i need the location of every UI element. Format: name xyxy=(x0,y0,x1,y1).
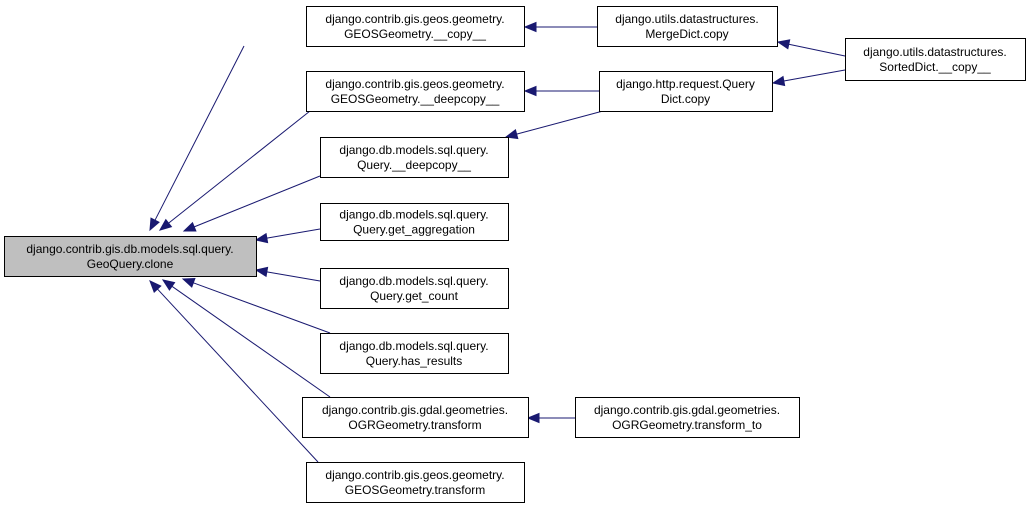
edge-ogr_transform-to-geoquery_clone xyxy=(161,279,331,398)
edge-arrowhead xyxy=(254,232,269,244)
edge-arrowhead xyxy=(523,85,537,97)
node-label-line1: django.utils.datastructures. xyxy=(615,12,758,26)
node-label-line2: MergeDict.copy xyxy=(645,27,728,41)
node-label-line1: django.contrib.gis.gdal.geometries. xyxy=(594,403,780,417)
edge-querydict_copy-to-geos_deepcopy xyxy=(523,85,599,97)
edge-arrowhead xyxy=(771,75,786,87)
edge-arrowhead xyxy=(254,266,269,278)
node-box xyxy=(306,462,525,503)
node-label-line2: Dict.copy xyxy=(661,92,710,106)
edge-geos_copy-to-geoquery_clone xyxy=(149,45,245,232)
node-query-get-aggregation[interactable]: django.db.models.sql.query.Query.get_agg… xyxy=(320,203,509,241)
node-query-has-results[interactable]: django.db.models.sql.query.Query.has_res… xyxy=(320,333,509,374)
node-ogr-transform-to[interactable]: django.contrib.gis.gdal.geometries.OGRGe… xyxy=(575,397,800,438)
edge-arrowhead xyxy=(149,280,162,293)
node-box xyxy=(320,137,509,178)
node-geoquery-clone: django.contrib.gis.db.models.sql.query.G… xyxy=(4,236,257,277)
node-label-line1: django.db.models.sql.query. xyxy=(339,274,488,288)
node-label-line2: GeoQuery.clone xyxy=(87,257,174,271)
edge-query_deepcopy-to-geoquery_clone xyxy=(182,175,321,232)
edge-line xyxy=(788,43,846,57)
edge-line xyxy=(266,228,321,239)
node-label-line2: GEOSGeometry.__copy__ xyxy=(344,27,486,41)
node-label-line1: django.db.models.sql.query. xyxy=(339,143,488,157)
node-box xyxy=(599,71,773,112)
node-geos-deepcopy[interactable]: django.contrib.gis.geos.geometry.GEOSGeo… xyxy=(306,71,525,112)
edge-arrowhead xyxy=(182,221,197,232)
node-label-line1: django.db.models.sql.query. xyxy=(339,339,488,353)
edge-arrowhead xyxy=(161,279,176,291)
edge-mergedict_copy-to-geos_copy xyxy=(523,21,597,33)
edge-query_get_aggregation-to-geoquery_clone xyxy=(254,228,321,244)
edge-line xyxy=(154,45,245,221)
edges-layer xyxy=(149,21,846,463)
edge-line xyxy=(516,110,604,135)
node-label-line2: Query.__deepcopy__ xyxy=(357,158,471,172)
edge-query_has_results-to-geoquery_clone xyxy=(181,278,331,334)
edge-line xyxy=(194,175,321,228)
node-label-line1: django.contrib.gis.geos.geometry. xyxy=(325,12,504,26)
node-box xyxy=(575,397,800,438)
nodes-layer: django.contrib.gis.db.models.sql.query.G… xyxy=(4,6,1026,503)
node-label-line2: Query.get_aggregation xyxy=(353,223,475,237)
node-label-line2: GEOSGeometry.__deepcopy__ xyxy=(331,92,500,106)
edge-geos_transform-to-geoquery_clone xyxy=(149,280,319,463)
node-box xyxy=(597,6,778,47)
node-label-line2: OGRGeometry.transform xyxy=(348,418,481,432)
edge-arrowhead xyxy=(776,39,791,50)
node-mergedict-copy[interactable]: django.utils.datastructures.MergeDict.co… xyxy=(597,6,778,47)
node-geos-transform[interactable]: django.contrib.gis.geos.geometry.GEOSGeo… xyxy=(306,462,525,503)
edge-querydict_copy-to-query_deepcopy xyxy=(504,110,604,140)
node-label-line2: GEOSGeometry.transform xyxy=(345,483,485,497)
edge-line xyxy=(168,110,311,224)
node-label-line2: Query.get_count xyxy=(370,289,458,303)
node-box xyxy=(845,38,1026,81)
node-box xyxy=(320,268,509,309)
edge-sorteddict_copy-to-querydict_copy xyxy=(771,69,846,87)
edge-line xyxy=(193,282,331,334)
edge-arrowhead xyxy=(158,218,173,231)
node-label-line1: django.contrib.gis.geos.geometry. xyxy=(325,77,504,91)
node-box xyxy=(306,71,525,112)
node-query-deepcopy[interactable]: django.db.models.sql.query.Query.__deepc… xyxy=(320,137,509,178)
edge-arrowhead xyxy=(181,278,196,288)
node-label-line1: django.contrib.gis.geos.geometry. xyxy=(325,468,504,482)
node-geos-copy[interactable]: django.contrib.gis.geos.geometry.GEOSGeo… xyxy=(306,6,525,47)
edge-query_get_count-to-geoquery_clone xyxy=(254,266,321,282)
node-ogr-transform[interactable]: django.contrib.gis.gdal.geometries.OGRGe… xyxy=(302,397,529,438)
edge-ogr_transform_to-to-ogr_transform xyxy=(526,412,575,424)
edge-arrowhead xyxy=(523,21,537,33)
node-label-line2: SortedDict.__copy__ xyxy=(879,60,991,74)
edge-line xyxy=(266,271,321,282)
node-label-line1: django.contrib.gis.gdal.geometries. xyxy=(322,403,508,417)
node-box xyxy=(320,203,509,241)
node-box xyxy=(302,397,529,438)
edge-geos_deepcopy-to-geoquery_clone xyxy=(158,110,311,231)
edge-line xyxy=(157,288,319,463)
node-label-line1: django.db.models.sql.query. xyxy=(339,208,488,222)
node-label-line2: OGRGeometry.transform_to xyxy=(612,418,762,432)
node-label-line2: Query.has_results xyxy=(366,354,463,368)
node-label-line1: django.http.request.Query xyxy=(616,77,755,91)
node-box xyxy=(320,333,509,374)
edge-arrowhead xyxy=(149,217,160,232)
edge-line xyxy=(171,285,331,398)
node-box xyxy=(4,236,257,277)
edge-arrowhead xyxy=(504,128,519,140)
node-query-get-count[interactable]: django.db.models.sql.query.Query.get_cou… xyxy=(320,268,509,309)
node-label-line1: django.contrib.gis.db.models.sql.query. xyxy=(26,242,233,256)
edge-line xyxy=(783,69,846,82)
node-box xyxy=(306,6,525,47)
edge-arrowhead xyxy=(526,412,540,424)
edge-sorteddict_copy-to-mergedict_copy xyxy=(776,39,846,57)
node-label-line1: django.utils.datastructures. xyxy=(863,45,1006,59)
node-sorteddict-copy[interactable]: django.utils.datastructures.SortedDict._… xyxy=(845,38,1026,81)
